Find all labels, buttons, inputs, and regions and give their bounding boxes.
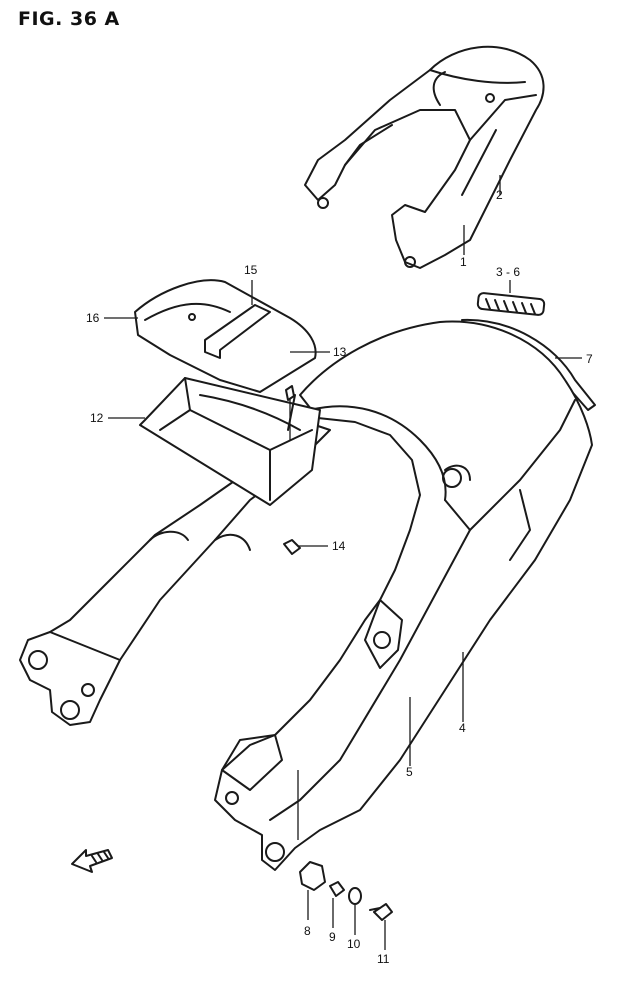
callout-11: 11 — [377, 952, 390, 966]
tail-cowl-main — [214, 320, 593, 871]
callout-8: 8 — [304, 924, 311, 938]
callout-labels: 1 2 3 - 6 4 5 7 8 9 10 11 12 13 14 15 16 — [86, 188, 593, 966]
frame-rail-left — [19, 419, 331, 726]
callout-12: 12 — [90, 411, 104, 425]
callout-1: 1 — [460, 255, 467, 269]
hardware — [283, 385, 393, 921]
callout-3-6: 3 - 6 — [496, 265, 520, 279]
callout-15: 15 — [244, 263, 258, 277]
arrow-icon — [71, 849, 113, 873]
tail-cover-small — [304, 45, 545, 269]
leader-lines — [104, 175, 582, 950]
callout-9: 9 — [329, 930, 336, 944]
callout-13: 13 — [333, 345, 347, 359]
callout-16: 16 — [86, 311, 100, 325]
callout-10: 10 — [347, 937, 361, 951]
emblem-badge — [476, 292, 546, 316]
callout-2: 2 — [496, 188, 503, 202]
tool-bag — [134, 279, 317, 393]
callout-7: 7 — [586, 352, 593, 366]
callout-5: 5 — [406, 765, 413, 779]
storage-tray — [139, 377, 321, 506]
callout-4: 4 — [459, 721, 466, 735]
callout-14: 14 — [332, 539, 346, 553]
page-title: FIG. 36 A — [18, 8, 120, 30]
